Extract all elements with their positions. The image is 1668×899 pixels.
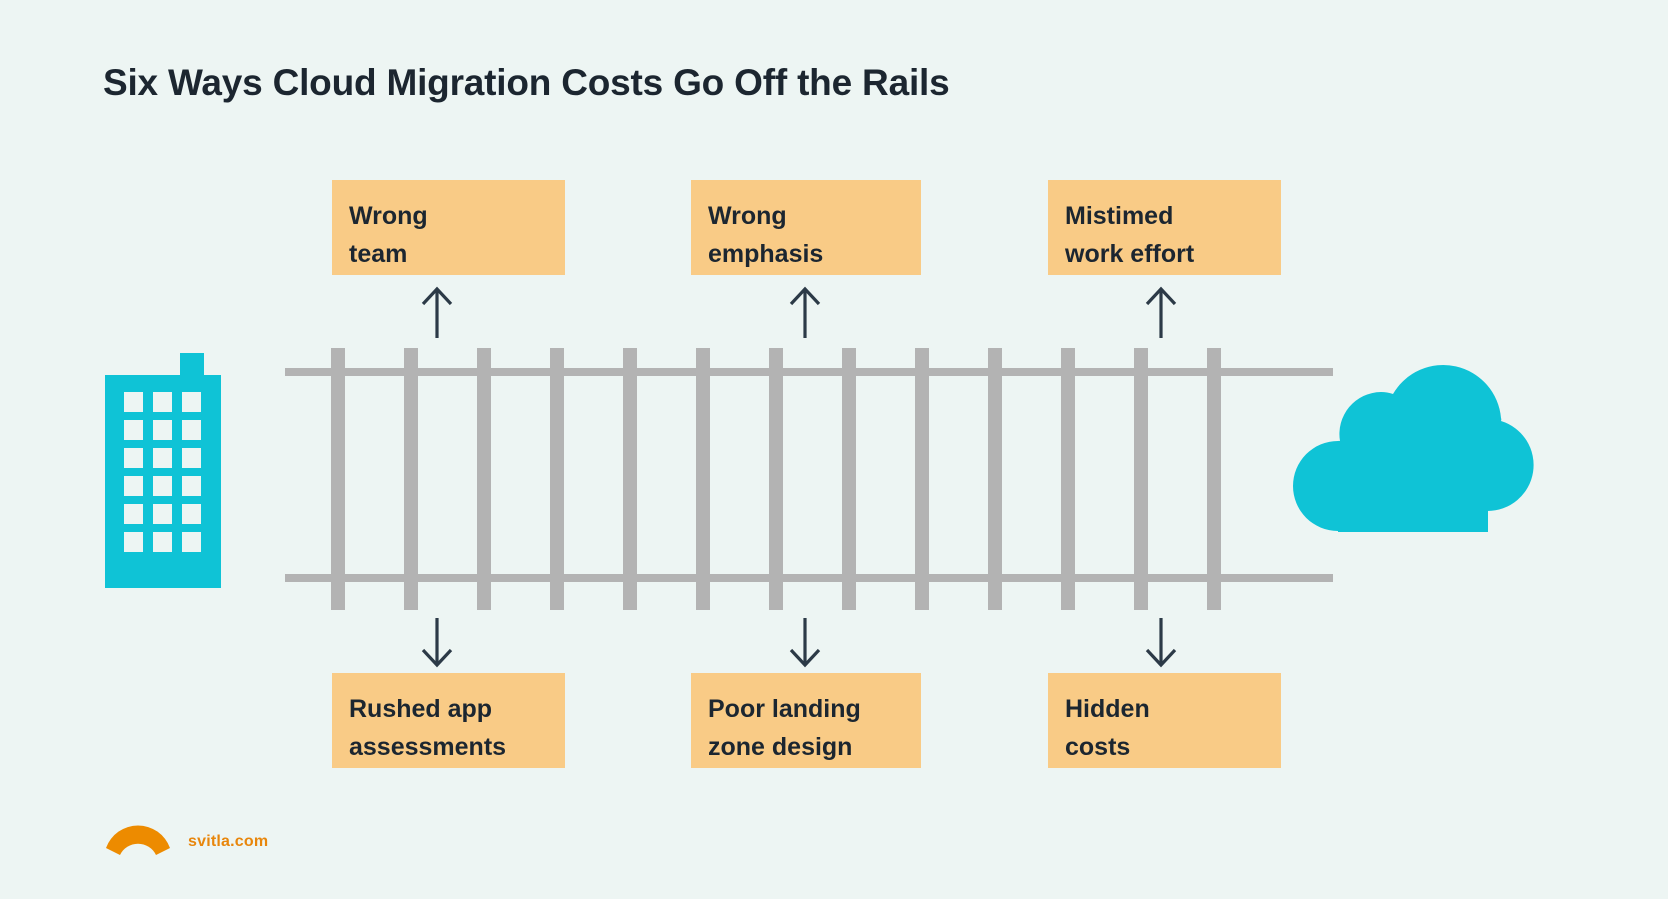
callout-line: Hidden (1065, 695, 1150, 723)
callout-line: assessments (349, 732, 507, 761)
callout-line: costs (1065, 732, 1131, 761)
office-building-icon (105, 353, 221, 588)
callout-line: Mistimed (1065, 202, 1174, 230)
arrows-up (421, 286, 1177, 338)
arrow-down-hidden-costs (1145, 618, 1177, 668)
building-windows (124, 392, 201, 552)
railroad-track (285, 348, 1333, 610)
callout-line: emphasis (708, 239, 824, 268)
callout-mistimed-work-effort[interactable]: Mistimed work effort (1048, 180, 1281, 275)
arrows-down (421, 618, 1177, 668)
callout-poor-landing-zone[interactable]: Poor landing zone design (691, 673, 921, 768)
footer-logo-text: svitla.com (188, 833, 269, 850)
page-title: Six Ways Cloud Migration Costs Go Off th… (103, 62, 950, 103)
callout-line: Rushed app (349, 695, 493, 723)
svitla-arc-logo-icon (106, 825, 170, 855)
arrow-down-poor-landing-zone (789, 618, 821, 668)
track-rails (285, 368, 1333, 582)
callout-line: Poor landing (708, 695, 861, 723)
callout-wrong-team[interactable]: Wrong team (332, 180, 565, 275)
callout-line: team (349, 239, 408, 268)
callout-hidden-costs[interactable]: Hidden costs (1048, 673, 1281, 768)
track-ties (331, 348, 1221, 610)
callout-rushed-app-assessments[interactable]: Rushed app assessments (332, 673, 565, 768)
footer-branding[interactable]: svitla.com (104, 818, 268, 866)
callout-line: work effort (1065, 239, 1195, 268)
callout-wrong-emphasis[interactable]: Wrong emphasis (691, 180, 921, 275)
arrow-up-wrong-emphasis (789, 286, 821, 338)
arrow-down-rushed-app-assessments (421, 618, 453, 668)
arrow-up-mistimed-work-effort (1145, 286, 1177, 338)
callout-line: zone design (708, 732, 853, 761)
cloud-icon (1293, 365, 1534, 532)
arrow-up-wrong-team (421, 286, 453, 338)
callout-line: Wrong (349, 202, 428, 230)
callout-line: Wrong (708, 202, 787, 230)
